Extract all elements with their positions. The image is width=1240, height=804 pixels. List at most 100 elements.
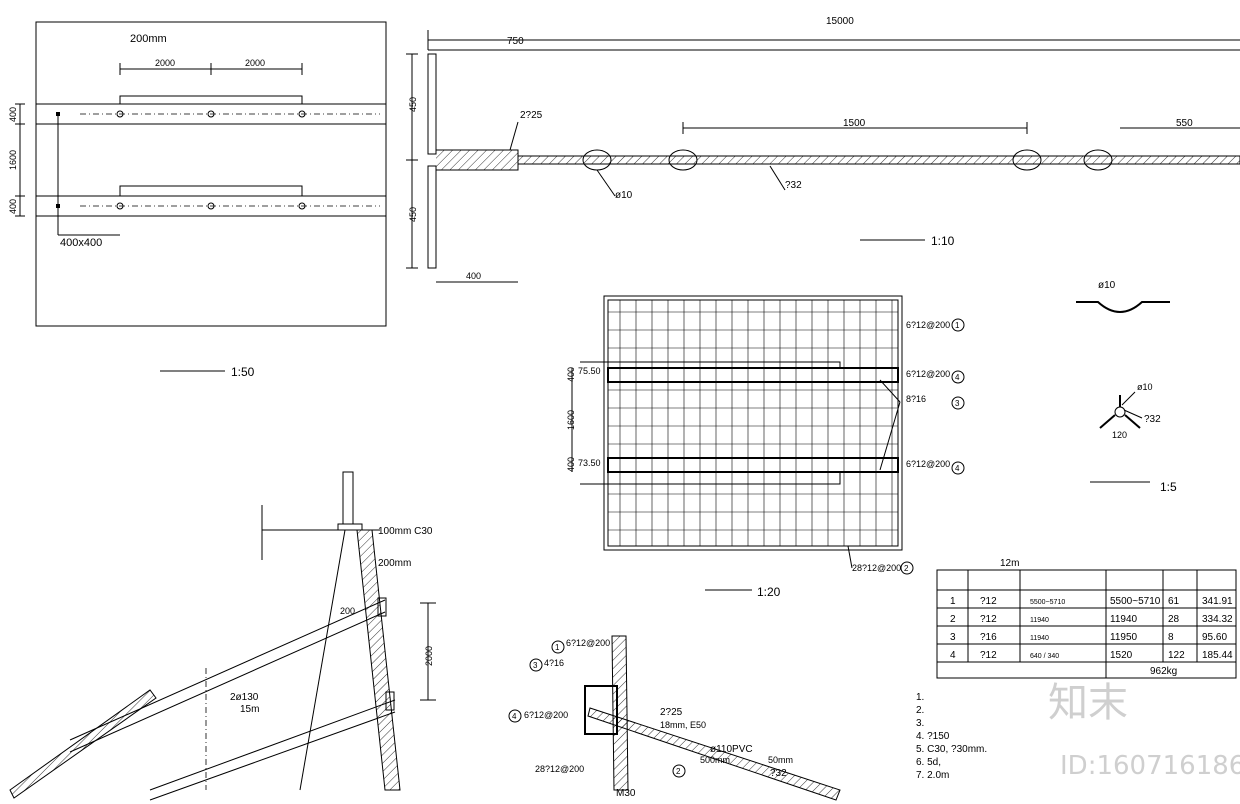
dim-1500: 1500 [843,118,866,129]
dim-2000-a: 2000 [155,58,175,68]
small-label-120: 120 [1112,430,1127,440]
mesh-dim-400-b: 400 [566,457,576,472]
anchor-label-4: 6?12@200 [524,710,568,720]
anchor-head-detail: 15000 750 450 450 400 2?25 1500 550 ø10 … [406,16,1240,283]
note-line: 4. ?150 [916,731,950,742]
table-cell: 1 [950,596,956,607]
label-32: ?32 [785,180,802,191]
label-100mm-c30: 100mm C30 [378,526,433,537]
dim-400-bot: 400 [8,199,18,214]
dim-1600: 1600 [8,150,18,170]
note-line: 7. 2.0m [916,770,949,781]
small-label-phi10-b: ø10 [1137,382,1153,392]
mesh-val-7550: 75.50 [578,366,601,376]
wall-section: 100mm C30 200mm 2000 2ø130 15m 200 [9,471,436,801]
table-cell: 11940 [1030,635,1049,642]
elevation-view: 200mm 2000 2000 400x400 400 16 [8,21,387,379]
label-2x25: 2?25 [520,110,543,121]
small-label-phi10: ø10 [1098,280,1116,291]
table-cell: ?16 [980,632,997,643]
dim-450-top: 450 [408,97,418,112]
mesh-label-4a: 6?12@200 [906,369,950,379]
table-cell: 5500~5710 [1110,596,1161,607]
mesh-dim-1600: 1600 [566,410,576,430]
table-cell: 11940 [1110,614,1138,625]
mesh-circ-1: 1 [955,321,960,330]
mesh-dim-400-a: 400 [566,367,576,382]
anchor-label-2: 28?12@200 [535,764,584,774]
note-line: 3. [916,718,924,729]
table-cell: 334.32 [1202,614,1233,625]
label-200mm: 200mm [378,558,411,569]
anchor-label-50mm: 50mm [768,755,793,765]
section-dim-2000: 2000 [424,646,434,666]
dim-15000: 15000 [826,16,854,27]
table-cell: 341.91 [1202,596,1233,607]
mesh-label-4b: 6?12@200 [906,459,950,469]
centering-bracket-detail: ø10 ø10 ?32 120 1:5 [1076,280,1177,494]
note-200mm: 200mm [130,33,167,45]
note-line: 2. [916,705,924,716]
label-400x400: 400x400 [60,237,102,249]
table-cell: 28 [1168,614,1180,625]
anchor-label-m30: M30 [616,788,636,799]
scale-1-10: 1:10 [931,234,955,248]
scale-1-5: 1:5 [1160,480,1177,494]
note-line: 5. C30, ?30mm. [916,744,987,755]
small-label-32: ?32 [1144,414,1161,425]
table-cell: 2 [950,614,956,625]
mesh-circ-4: 4 [955,373,960,382]
label-15m: 15m [240,704,259,715]
mesh-label-1: 6?12@200 [906,320,950,330]
dim-400-top: 400 [8,107,18,122]
table-cell: ?12 [980,614,997,625]
dim-2000-b: 2000 [245,58,265,68]
table-cell: 1520 [1110,650,1133,661]
anchor-label-500: 500mm [700,755,730,765]
dim-450-bot: 450 [408,207,418,222]
dim-550: 550 [1176,118,1193,129]
table-cell: 640 / 340 [1030,653,1059,660]
table-cell: 185.44 [1202,650,1233,661]
label-phi10: ø10 [615,190,633,201]
anchor-label-32: ?32 [770,768,787,779]
rebar-table: 12m 1 ?12 5500~5710 5500~5710 61 341.91 2 ?12 11… [936,558,1237,679]
table-cell: 5500~5710 [1030,599,1065,606]
mesh-plan: 400 1600 400 75.50 73.50 6?12@200 1 6?12… [566,295,965,599]
scale-1-50: 1:50 [231,365,255,379]
table-cell: ?12 [980,650,997,661]
mesh-circ-3: 3 [955,399,960,408]
table-total: 962kg [1150,666,1177,677]
label-200: 200 [340,606,355,616]
anchor-label-1: 6?12@200 [566,638,610,648]
anchor-circ-2: 2 [676,767,681,776]
table-cell: 8 [1168,632,1174,643]
anchor-label-3: 4?16 [544,658,564,668]
anchor-label-225: 2?25 [660,707,683,718]
mesh-label-2: 28?12@200 [852,563,901,573]
table-cell: 4 [950,650,956,661]
dim-400: 400 [466,271,481,281]
table-title-unit: 12m [1000,558,1019,569]
table-cell: 11940 [1030,617,1049,624]
anchor-label-18mm: 18mm, E50 [660,720,706,730]
table-cell: 11950 [1110,632,1138,643]
table-cell: 61 [1168,596,1180,607]
anchor-label-pvc: ø110PVC [710,744,753,755]
mesh-label-3: 8?16 [906,394,926,404]
table-cell: 95.60 [1202,632,1227,643]
anchor-circ-1: 1 [555,643,560,652]
table-cell: 3 [950,632,956,643]
label-2phi130: 2ø130 [230,692,259,703]
dim-750: 750 [507,36,524,47]
anchor-connection-detail: 1 6?12@200 3 4?16 4 6?12@200 28?12@200 2… [508,635,841,801]
mesh-circ-4b: 4 [955,464,960,473]
mesh-circ-2: 2 [904,564,909,573]
table-cell: ?12 [980,596,997,607]
watermark-id: ID:160716186 [1060,751,1240,781]
mesh-val-7350: 73.50 [578,458,601,468]
watermark-logo: 知末 [1048,680,1128,726]
